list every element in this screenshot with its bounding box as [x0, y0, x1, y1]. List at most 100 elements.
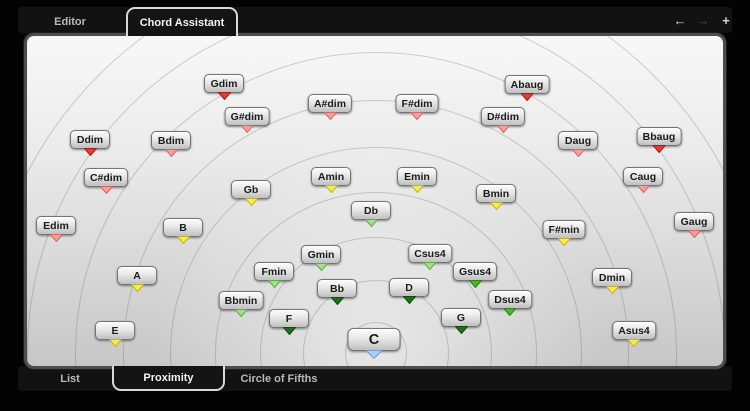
- chord-button-Ddim[interactable]: Ddim: [70, 130, 110, 156]
- chord-label: Bb: [317, 279, 357, 298]
- plus-icon[interactable]: +: [722, 12, 730, 28]
- chord-label: Csus4: [408, 244, 452, 263]
- chord-button-D[interactable]: D: [389, 278, 429, 304]
- chord-button-Amin[interactable]: Amin: [311, 167, 351, 193]
- chord-button-F#min[interactable]: F#min: [542, 220, 586, 246]
- chord-button-D#dim[interactable]: D#dim: [480, 107, 526, 133]
- chord-label: F#min: [542, 220, 586, 239]
- distance-indicator-icon: [244, 198, 258, 206]
- chord-button-Bdim[interactable]: Bdim: [151, 131, 191, 157]
- chord-button-Csus4[interactable]: Csus4: [408, 244, 452, 270]
- chord-button-Dmin[interactable]: Dmin: [592, 268, 632, 294]
- chord-label: Gb: [231, 180, 271, 199]
- distance-indicator-icon: [99, 186, 113, 194]
- chord-label: Dsus4: [488, 290, 532, 309]
- chord-label: Bdim: [151, 131, 191, 150]
- chord-label: F#dim: [395, 94, 439, 113]
- chord-button-Bb[interactable]: Bb: [317, 279, 357, 305]
- distance-indicator-icon: [402, 296, 416, 304]
- distance-indicator-icon: [571, 149, 585, 157]
- chord-button-A[interactable]: A: [117, 266, 157, 292]
- chord-button-Gaug[interactable]: Gaug: [674, 212, 714, 238]
- chord-button-Asus4[interactable]: Asus4: [612, 321, 656, 347]
- chord-button-Gmin[interactable]: Gmin: [301, 245, 341, 271]
- distance-indicator-icon: [503, 308, 517, 316]
- chord-label: Ddim: [70, 130, 110, 149]
- tab-proximity[interactable]: Proximity: [112, 366, 225, 391]
- chord-button-Fmin[interactable]: Fmin: [254, 262, 294, 288]
- distance-indicator-icon: [240, 125, 254, 133]
- distance-indicator-icon: [489, 202, 503, 210]
- chord-label: Gaug: [674, 212, 714, 231]
- chord-label: G: [441, 308, 481, 327]
- chord-button-C#dim[interactable]: C#dim: [83, 168, 129, 194]
- distance-indicator-icon: [83, 148, 97, 156]
- distance-indicator-icon: [627, 339, 641, 347]
- chord-label: Fmin: [254, 262, 294, 281]
- chord-label: Bmin: [476, 184, 516, 203]
- chord-button-Bmin[interactable]: Bmin: [476, 184, 516, 210]
- chord-label: Gmin: [301, 245, 341, 264]
- chord-button-Caug[interactable]: Caug: [623, 167, 663, 193]
- chord-button-Gdim[interactable]: Gdim: [204, 74, 244, 100]
- chord-label: D: [389, 278, 429, 297]
- chord-label: C: [347, 328, 401, 351]
- chord-button-Emin[interactable]: Emin: [397, 167, 437, 193]
- chord-label: Edim: [36, 216, 76, 235]
- distance-indicator-icon: [520, 93, 534, 101]
- chord-label: Amin: [311, 167, 351, 186]
- distance-indicator-icon: [324, 185, 338, 193]
- chord-button-Gsus4[interactable]: Gsus4: [452, 262, 498, 288]
- distance-indicator-icon: [496, 125, 510, 133]
- distance-indicator-icon: [130, 284, 144, 292]
- distance-indicator-icon: [468, 280, 482, 288]
- chord-label: Daug: [558, 131, 598, 150]
- chord-button-Dsus4[interactable]: Dsus4: [488, 290, 532, 316]
- chord-label: F: [269, 309, 309, 328]
- nav-controls: ← → +: [672, 12, 734, 28]
- distance-indicator-icon: [605, 286, 619, 294]
- forward-arrow-icon[interactable]: →: [696, 12, 710, 28]
- chord-button-G[interactable]: G: [441, 308, 481, 334]
- chord-button-Edim[interactable]: Edim: [36, 216, 76, 242]
- distance-indicator-icon: [557, 238, 571, 246]
- distance-indicator-icon: [364, 219, 378, 227]
- chord-button-Bbaug[interactable]: Bbaug: [636, 127, 682, 153]
- tab-proximity-label: Proximity: [143, 371, 194, 384]
- chord-label: Dmin: [592, 268, 632, 287]
- chord-button-B[interactable]: B: [163, 218, 203, 244]
- chord-button-F[interactable]: F: [269, 309, 309, 335]
- chord-label: Bbmin: [218, 291, 264, 310]
- chord-label: G#dim: [224, 107, 270, 126]
- chord-button-Daug[interactable]: Daug: [558, 131, 598, 157]
- chord-button-Abaug[interactable]: Abaug: [504, 75, 550, 101]
- chord-button-Db[interactable]: Db: [351, 201, 391, 227]
- distance-indicator-icon: [454, 326, 468, 334]
- tab-chord-assistant[interactable]: Chord Assistant: [126, 7, 238, 36]
- chord-label: Caug: [623, 167, 663, 186]
- tab-circle-of-fifths[interactable]: Circle of Fifths: [228, 366, 330, 391]
- distance-indicator-icon: [267, 280, 281, 288]
- tab-list[interactable]: List: [28, 366, 112, 391]
- chord-button-Gb[interactable]: Gb: [231, 180, 271, 206]
- distance-indicator-icon: [687, 230, 701, 238]
- chord-button-F#dim[interactable]: F#dim: [395, 94, 439, 120]
- chord-label: Abaug: [504, 75, 550, 94]
- distance-indicator-icon: [423, 262, 437, 270]
- chord-button-G#dim[interactable]: G#dim: [224, 107, 270, 133]
- distance-indicator-icon: [282, 327, 296, 335]
- chord-label: C#dim: [83, 168, 129, 187]
- distance-indicator-icon: [365, 350, 383, 359]
- tab-editor[interactable]: Editor: [28, 7, 112, 36]
- chord-button-C[interactable]: C: [347, 328, 401, 359]
- distance-indicator-icon: [164, 149, 178, 157]
- chord-label: Asus4: [612, 321, 656, 340]
- back-arrow-icon[interactable]: ←: [673, 12, 687, 28]
- chord-button-Bbmin[interactable]: Bbmin: [218, 291, 264, 317]
- chord-button-A#dim[interactable]: A#dim: [307, 94, 353, 120]
- tab-chord-assistant-label: Chord Assistant: [139, 16, 225, 29]
- chord-button-E[interactable]: E: [95, 321, 135, 347]
